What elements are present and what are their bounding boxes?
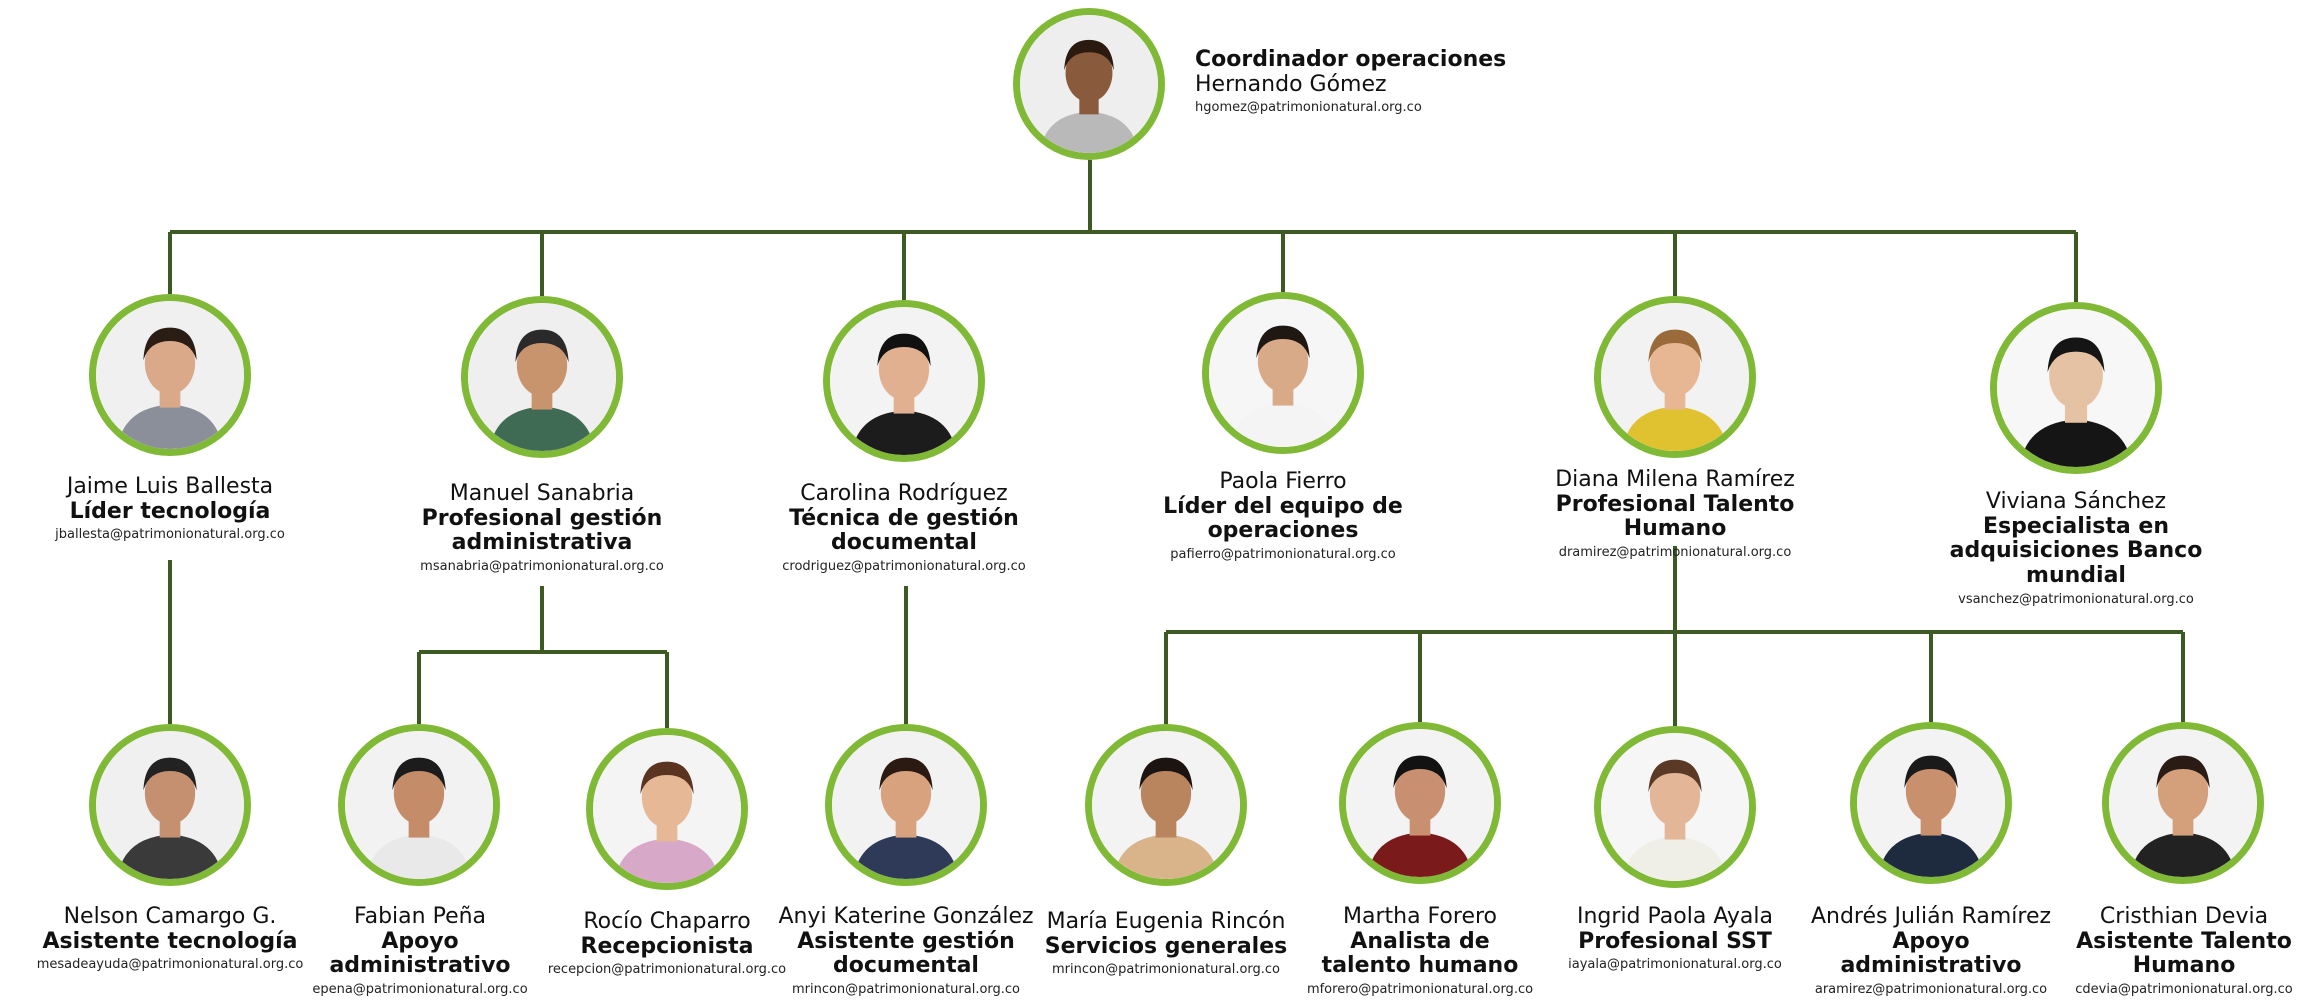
person-role: Profesional gestión administrativa [421,505,663,556]
person-name: Jaime Luis Ballesta [66,474,274,499]
person-avatar-icon [96,731,244,879]
person-role: Asistente tecnología [42,928,298,954]
profile-photo [586,728,748,890]
profile-photo [1990,302,2162,474]
person-name: Diana Milena Ramírez [1555,467,1795,492]
node-label: Rocío Chaparro Recepcionista recepcion@p… [541,909,793,978]
person-name: Anyi Katerine González [778,904,1034,929]
node-label: Ingrid Paola Ayala Profesional SST iayal… [1560,904,1790,973]
person-name: Rocío Chaparro [583,909,751,934]
node-label: Nelson Camargo G. Asistente tecnología m… [10,904,330,973]
root-label: Coordinador operaciones Hernando Gómez h… [1195,47,1615,116]
profile-photo [1202,292,1364,454]
profile-photo [1850,722,2012,884]
person-name: Nelson Camargo G. [63,904,277,929]
person-email: msanabria@patrimonionatural.org.co [420,558,664,574]
person-email: dramirez@patrimonionatural.org.co [1558,544,1792,560]
profile-photo [2102,722,2264,884]
person-name: María Eugenia Rincón [1046,909,1286,934]
node-label: Jaime Luis Ballesta Líder tecnología jba… [20,474,320,543]
person-email: mesadeayuda@patrimonionatural.org.co [36,957,304,973]
person-avatar-icon [2109,729,2257,877]
person-role: Líder del equipo de operaciones [1163,493,1403,544]
person-email: epena@patrimonionatural.org.co [312,981,528,997]
person-email: jballesta@patrimonionatural.org.co [55,527,285,543]
person-name: Paola Fierro [1219,469,1347,494]
person-name: Andrés Julián Ramírez [1810,904,2052,929]
node-label: María Eugenia Rincón Servicios generales… [1041,909,1291,978]
person-avatar-icon [1997,309,2155,467]
person-role: Asistente Talento Humano [2076,928,2292,979]
person-email: iayala@patrimonionatural.org.co [1568,957,1782,973]
person-avatar-icon [832,731,980,879]
node-label: Fabian Peña Apoyo administrativo epena@p… [300,904,540,997]
root-email: hgomez@patrimonionatural.org.co [1195,100,1422,116]
profile-photo [461,296,623,458]
root-name: Hernando Gómez [1195,71,1387,97]
person-name: Ingrid Paola Ayala [1577,904,1773,929]
profile-photo [825,724,987,886]
profile-photo [89,294,251,456]
person-role: Apoyo administrativo [1840,928,2022,979]
person-role: Apoyo administrativo [329,928,511,979]
node-label: Cristhian Devia Asistente Talento Humano… [2070,904,2298,997]
person-avatar-icon [345,731,493,879]
person-avatar-icon [593,735,741,883]
profile-photo [1594,726,1756,888]
root-title: Coordinador operaciones [1195,47,1507,72]
node-label: Manuel Sanabria Profesional gestión admi… [402,481,682,574]
node-label: Anyi Katerine González Asistente gestión… [770,904,1042,997]
person-email: mrincon@patrimonionatural.org.co [1051,962,1281,978]
person-name: Cristhian Devia [2099,904,2269,929]
person-avatar-icon [1209,299,1357,447]
person-name: Viviana Sánchez [1985,489,2167,514]
profile-photo [338,724,500,886]
person-email: mforero@patrimonionatural.org.co [1306,981,1534,997]
person-email: crodriguez@patrimonionatural.org.co [782,558,1026,574]
person-name: Manuel Sanabria [449,481,635,506]
person-avatar-icon [1092,731,1240,879]
person-role: Especialista en adquisiciones Banco mund… [1949,513,2203,588]
person-role: Profesional SST [1578,928,1772,954]
person-role: Recepcionista [580,933,754,959]
profile-photo-root [1013,8,1165,160]
person-avatar-icon [1346,729,1494,877]
node-label: Martha Forero Analista de talento humano… [1306,904,1534,997]
person-role: Servicios generales [1044,933,1288,959]
person-name: Martha Forero [1343,904,1497,929]
person-role: Asistente gestión documental [797,928,1015,979]
person-email: vsanchez@patrimonionatural.org.co [1958,591,2194,607]
person-email: cdevia@patrimonionatural.org.co [2075,981,2293,997]
node-label: Diana Milena Ramírez Profesional Talento… [1505,467,1845,560]
person-avatar-icon [1601,303,1749,451]
person-role: Analista de talento humano [1321,928,1519,979]
person-role: Profesional Talento Humano [1555,491,1795,542]
person-avatar-icon [468,303,616,451]
node-label: Viviana Sánchez Especialista en adquisic… [1946,489,2206,607]
person-avatar-icon [830,307,978,455]
profile-photo [1085,724,1247,886]
person-email: recepcion@patrimonionatural.org.co [547,962,787,978]
node-label: Carolina Rodríguez Técnica de gestión do… [779,481,1029,574]
person-email: mrincon@patrimonionatural.org.co [791,981,1021,997]
person-avatar-icon [1601,733,1749,881]
person-role: Técnica de gestión documental [789,505,1019,556]
person-role: Líder tecnología [69,498,271,524]
person-avatar-icon [1857,729,2005,877]
person-avatar-icon [96,301,244,449]
profile-photo [1339,722,1501,884]
person-email: aramirez@patrimonionatural.org.co [1814,981,2048,997]
profile-photo [89,724,251,886]
person-name: Carolina Rodríguez [800,481,1008,506]
node-label: Andrés Julián Ramírez Apoyo administrati… [1798,904,2064,997]
profile-photo [1594,296,1756,458]
person-email: pafierro@patrimonionatural.org.co [1170,546,1396,562]
person-name: Fabian Peña [353,904,487,929]
node-label: Paola Fierro Líder del equipo de operaci… [1160,469,1406,562]
profile-photo [823,300,985,462]
person-avatar-icon [1020,15,1158,153]
